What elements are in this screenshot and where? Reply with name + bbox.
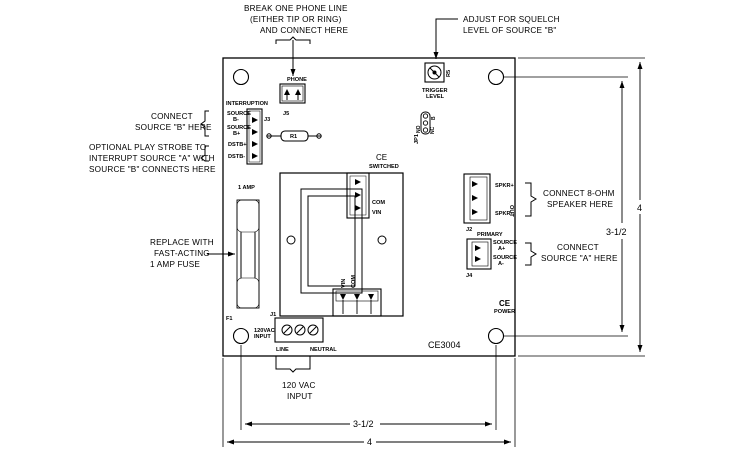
- source-b-minus-label-1: SOURCE: [227, 111, 251, 117]
- spkr-plus-label: SPKR+: [495, 183, 515, 189]
- mounting-hole-top-left: [232, 68, 250, 86]
- break-phone-line-1: BREAK ONE PHONE LINE: [244, 4, 348, 13]
- level-label: LEVEL: [426, 94, 445, 100]
- out-label: OUT: [508, 205, 514, 217]
- source-a-minus-label-2: A-: [498, 261, 504, 267]
- vac-input-1: 120 VAC: [282, 381, 316, 390]
- speaker-brace: [525, 182, 537, 217]
- spkr-minus-label: SPKR-: [495, 211, 513, 217]
- jumper-jp1: [420, 111, 431, 135]
- source-a-plus-label-2: A+: [498, 246, 506, 252]
- r5-label: R5: [446, 70, 452, 77]
- strobe-brace: [200, 145, 209, 162]
- circuit-board: [222, 57, 516, 357]
- reg-vin-label: VIN: [341, 279, 347, 288]
- primary-label: PRIMARY: [477, 232, 503, 238]
- source-a-minus-label-1: SOURCE: [493, 255, 517, 261]
- j3-label: J3: [264, 117, 270, 123]
- trigger-label: TRIGGER: [422, 88, 447, 94]
- resistor-r1: [266, 130, 322, 142]
- com-label: COM: [372, 200, 385, 206]
- optional-strobe-2: INTERRUPT SOURCE "A" WITH: [89, 154, 215, 163]
- trigger-level-potentiometer: [424, 62, 445, 83]
- vac-brace: [275, 356, 311, 373]
- one-amp-label: 1 AMP: [238, 185, 255, 191]
- dstb-minus-label: DSTB-: [228, 154, 245, 160]
- jp1-pin-nc: NC: [430, 126, 436, 134]
- source-a-brace: [525, 242, 537, 266]
- neutral-label: NEUTRAL: [310, 347, 337, 353]
- vac-input-2: INPUT: [287, 392, 313, 401]
- connect-speaker-2: SPEAKER HERE: [547, 200, 613, 209]
- regulator-connector: [332, 288, 382, 317]
- squelch-arrow: [433, 18, 458, 59]
- switched-connector: [346, 172, 370, 219]
- j2-label: J2: [466, 227, 472, 233]
- phone-label: PHONE: [287, 77, 307, 83]
- j5-label: J5: [283, 111, 289, 117]
- adjust-squelch-1: ADJUST FOR SQUELCH: [463, 15, 560, 24]
- optional-strobe-1: OPTIONAL PLAY STROBE TO: [89, 143, 206, 152]
- interruption-label: INTERRUPTION: [226, 101, 268, 107]
- ce-mark-switched: CE: [376, 153, 387, 162]
- switched-label: SWITCHED: [369, 164, 399, 170]
- phone-connector-j5: [279, 83, 306, 104]
- mounting-hole-bottom-right: [487, 327, 505, 345]
- source-b-brace: [200, 110, 209, 137]
- connect-source-b-2: SOURCE "B" HERE: [135, 123, 212, 132]
- break-phone-line-2: (EITHER TIP OR RING): [250, 15, 342, 24]
- connect-source-a-2: SOURCE "A" HERE: [541, 254, 618, 263]
- height-outer-label: 4: [637, 203, 642, 213]
- j4-label: J4: [466, 273, 473, 279]
- source-b-minus-label-2: B-: [233, 117, 239, 123]
- phone-brace: [275, 36, 311, 44]
- power-terminal-j1: [274, 317, 324, 343]
- connect-source-b-1: CONNECT: [151, 112, 193, 121]
- transformer: [279, 172, 404, 317]
- j1-label: J1: [270, 312, 276, 318]
- source-b-plus-label-2: B+: [233, 131, 241, 137]
- interruption-connector-j3: [246, 108, 263, 165]
- fuse-f1: [236, 199, 260, 309]
- dstb-plus-label: DSTB+: [228, 142, 247, 148]
- jp1-pin-no: NO: [416, 125, 422, 133]
- replace-fuse-1: REPLACE WITH: [150, 238, 214, 247]
- power-label: POWER: [494, 309, 515, 315]
- ce-mark-power: CE: [499, 299, 511, 308]
- replace-fuse-2: FAST-ACTING: [154, 249, 210, 258]
- vin-label: VIN: [372, 210, 381, 216]
- mounting-hole-top-right: [487, 68, 505, 86]
- board-input-label: INPUT: [254, 334, 271, 340]
- model-label: CE3004: [428, 340, 461, 350]
- f1-label: F1: [226, 316, 233, 322]
- source-a-plus-label-1: SOURCE: [493, 240, 517, 246]
- primary-connector-j4: [466, 238, 492, 270]
- jp1-label: JP1: [414, 134, 420, 144]
- adjust-squelch-2: LEVEL OF SOURCE "B": [463, 26, 556, 35]
- width-outer-label: 4: [367, 437, 372, 447]
- speaker-connector-j2: [463, 173, 491, 224]
- optional-strobe-3: SOURCE "B" CONNECTS HERE: [89, 165, 216, 174]
- break-phone-line-3: AND CONNECT HERE: [260, 26, 348, 35]
- connect-speaker-1: CONNECT 8-OHM: [543, 189, 615, 198]
- board-120vac-label: 120VAC: [254, 328, 275, 334]
- line-label: LINE: [276, 347, 289, 353]
- connect-source-a-1: CONNECT: [557, 243, 599, 252]
- replace-fuse-3: 1 AMP FUSE: [150, 260, 200, 269]
- mounting-hole-bottom-left: [232, 327, 250, 345]
- jp1-pin-b: B: [431, 116, 437, 120]
- source-b-plus-label-1: SOURCE: [227, 125, 251, 131]
- height-inner-label: 3-1/2: [606, 227, 627, 237]
- width-inner-label: 3-1/2: [353, 419, 374, 429]
- r1-label: R1: [290, 134, 297, 140]
- reg-com-label: COM: [351, 275, 357, 288]
